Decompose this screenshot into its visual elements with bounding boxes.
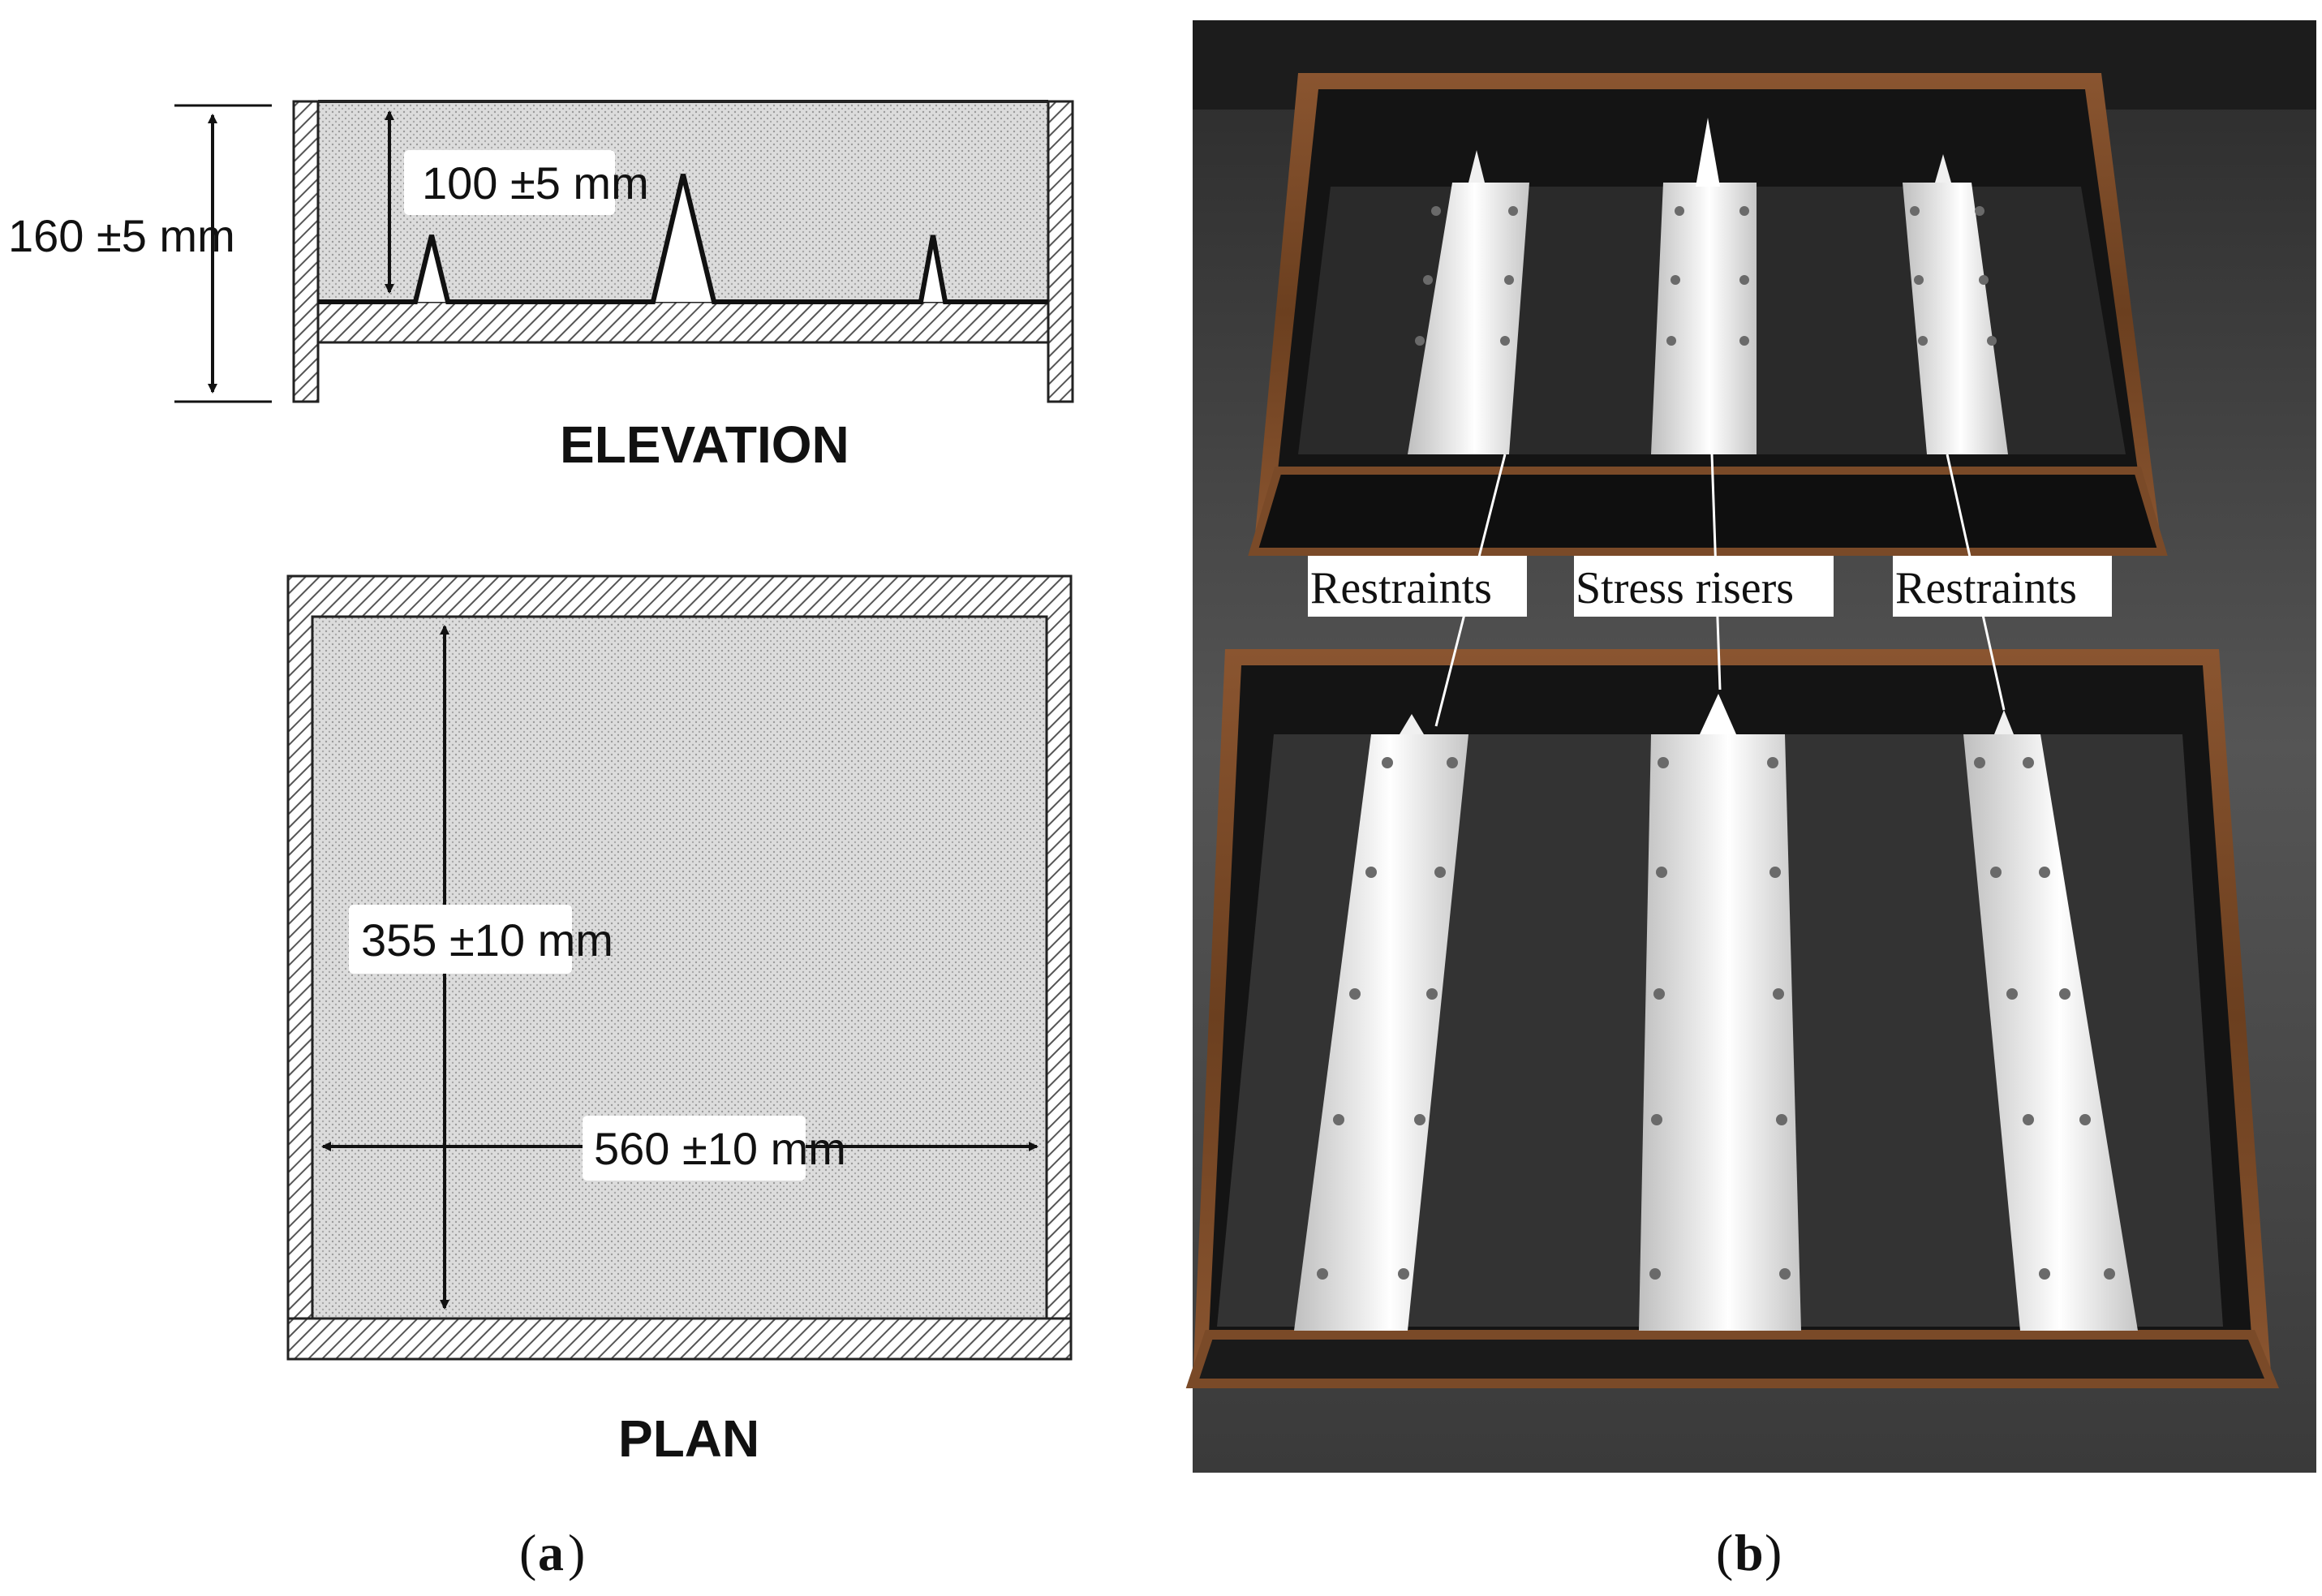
dim-label-width: 355 ±10 mm <box>361 914 613 966</box>
upper-mold <box>1248 73 2168 556</box>
photo-panel: Restraints Stress risers Restraints <box>1185 20 2316 1473</box>
caption-a-letter: a <box>538 1524 564 1581</box>
upper-strip-center <box>1651 183 1757 454</box>
photo-label-stress-risers: Stress risers <box>1576 563 1794 613</box>
photo-label-restraints-left: Restraints <box>1310 563 1492 613</box>
upper-strip-left <box>1408 183 1529 454</box>
elevation-right-wall <box>1047 100 1074 403</box>
elevation-heading: ELEVATION <box>560 415 849 474</box>
svg-text:(: ( <box>519 1524 536 1581</box>
lower-strip-right <box>1963 734 2138 1331</box>
bolt-holes <box>1317 206 2115 1280</box>
elevation-base <box>316 300 1050 344</box>
caption-a: ( a ) <box>519 1524 585 1581</box>
elevation-drawing: 160 ±5 mm 100 ±5 mm ELEVATION <box>8 100 1074 474</box>
lower-strip-left <box>1294 734 1468 1331</box>
dim-label-fill-height: 100 ±5 mm <box>422 157 649 209</box>
elevation-left-wall <box>292 100 320 403</box>
plan-heading: PLAN <box>618 1409 759 1468</box>
caption-b-letter: b <box>1735 1524 1764 1581</box>
dim-label-total-height: 160 ±5 mm <box>8 210 235 261</box>
plan-drawing: 355 ±10 mm 560 ±10 mm PLAN <box>286 574 1073 1468</box>
photo-label-restraints-right: Restraints <box>1895 563 2077 613</box>
upper-strip-right <box>1903 183 2008 454</box>
svg-text:): ) <box>1765 1524 1782 1581</box>
dim-label-length: 560 ±10 mm <box>594 1123 846 1174</box>
caption-b: ( b ) <box>1716 1524 1782 1581</box>
svg-text:): ) <box>568 1524 585 1581</box>
lower-strip-center <box>1639 734 1801 1331</box>
lower-mold <box>1185 649 2279 1388</box>
svg-text:(: ( <box>1716 1524 1733 1581</box>
